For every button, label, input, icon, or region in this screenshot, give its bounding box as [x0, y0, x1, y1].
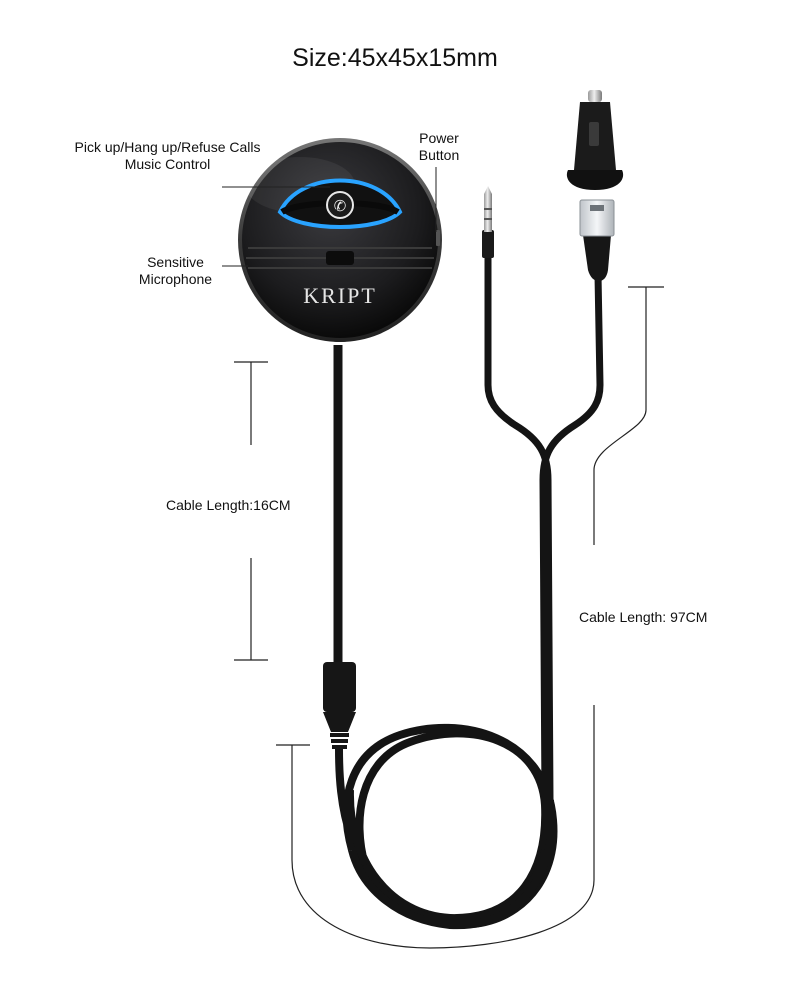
aux-plug — [482, 186, 494, 258]
long-cable-dimension — [276, 286, 664, 949]
bluetooth-device: ✆ KRIPT — [238, 138, 442, 342]
call-control-label-line1: Pick up/Hang up/Refuse Calls — [74, 139, 261, 155]
microphone-grille — [326, 251, 354, 265]
coiled-cable — [335, 723, 558, 930]
car-charger — [566, 90, 624, 190]
split-cable — [484, 255, 604, 801]
microphone-label-line1: Sensitive — [147, 254, 204, 270]
power-button[interactable] — [436, 230, 440, 246]
call-button[interactable] — [326, 191, 354, 219]
short-cable-dimension — [234, 361, 268, 661]
size-title: Size:45x45x15mm — [292, 44, 498, 72]
power-button-label: Power Button — [404, 130, 474, 164]
power-button-label-line1: Power — [419, 130, 459, 146]
callout-lines — [222, 167, 437, 267]
microphone-label-line2: Microphone — [138, 271, 213, 287]
call-control-label-line2: Music Control — [124, 156, 211, 172]
call-control-label: Pick up/Hang up/Refuse Calls Music Contr… — [40, 139, 295, 173]
usb-plug — [579, 199, 615, 282]
cable-length-short-label: Cable Length:16CM — [166, 497, 291, 513]
microphone-label: Sensitive Microphone — [118, 254, 233, 288]
brand-logo: KRIPT — [303, 283, 377, 308]
phone-icon: ✆ — [334, 197, 347, 215]
power-button-label-line2: Button — [418, 147, 460, 163]
cable-length-long-label: Cable Length: 97CM — [579, 609, 708, 625]
cable-connector — [323, 662, 356, 749]
